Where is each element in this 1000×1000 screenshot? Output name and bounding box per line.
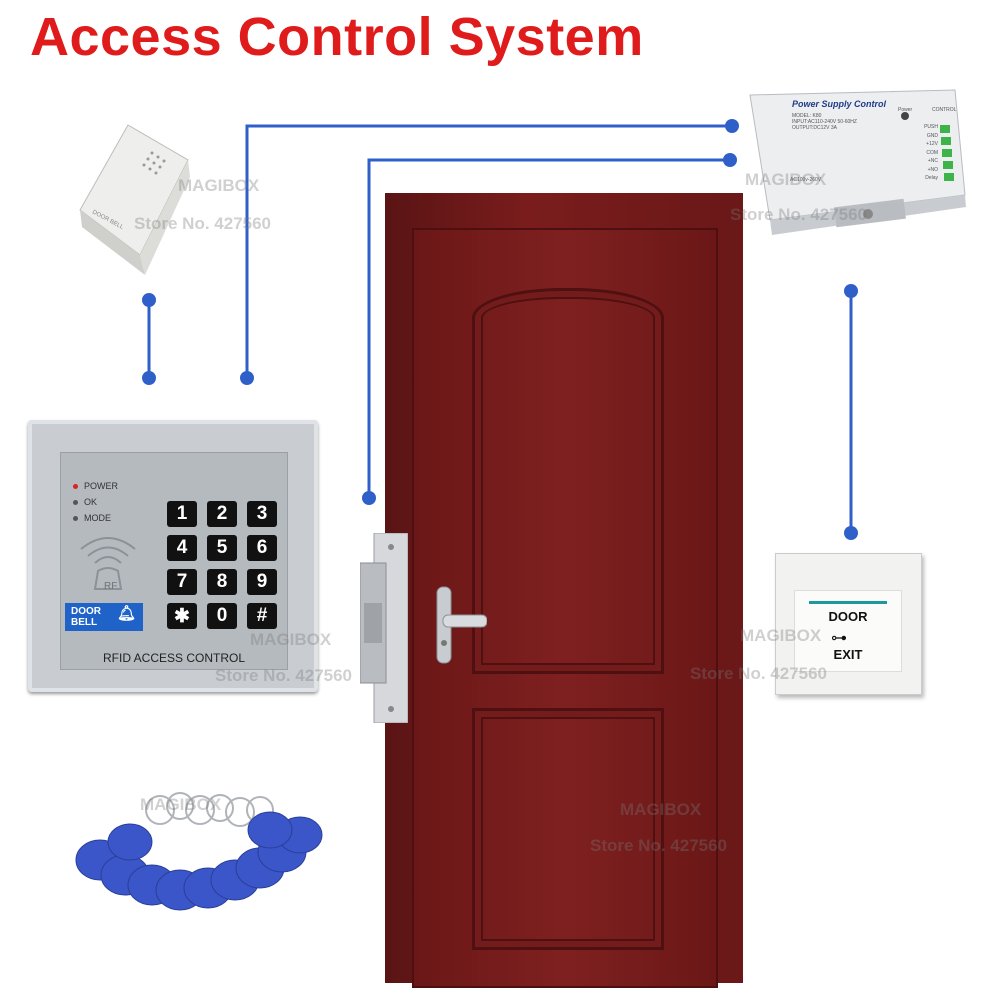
rfid-keypad: POWER OK MODE RF DOOR BELL 🔔︎ 1 2 3 4 5 …	[28, 420, 318, 692]
exit-accent-bar	[809, 601, 887, 604]
key-star[interactable]: ✱	[167, 603, 197, 629]
watermark-store: Store No. 427560	[730, 205, 868, 224]
key-hash[interactable]: #	[247, 603, 277, 629]
wire-lock-to-psu	[367, 158, 730, 498]
key-3[interactable]: 3	[247, 501, 277, 527]
led-icon	[73, 483, 78, 489]
door	[412, 228, 718, 988]
wire-keypad-to-psu	[245, 124, 732, 378]
key-5[interactable]: 5	[207, 535, 237, 561]
wire-node	[723, 153, 737, 167]
power-supply-device: Power Supply Control MODEL: K80 INPUT:AC…	[740, 85, 970, 260]
keypad-grid: 1 2 3 4 5 6 7 8 9 ✱ 0 #	[167, 501, 277, 629]
psu-terminals: PUSH GND +12V COM +NC +NO Delay	[924, 124, 938, 181]
bell-icon: 🔔︎	[117, 605, 137, 622]
electric-strike-lock	[360, 533, 408, 723]
door-upper-panel	[472, 288, 664, 674]
wire-node	[362, 491, 376, 505]
wire-node	[844, 526, 858, 540]
psu-control-label: CONTROL	[932, 107, 957, 113]
wire-node	[142, 293, 156, 307]
doorbell-button[interactable]: DOOR BELL 🔔︎	[65, 603, 143, 631]
exit-door-label: DOOR	[828, 609, 868, 624]
exit-button-device[interactable]: DOOR ⊶ EXIT	[775, 553, 922, 695]
psu-output: OUTPUT:DC12V 3A	[792, 125, 838, 131]
watermark-brand: MAGIBOX	[140, 795, 222, 814]
watermark-brand: MAGIBOX	[250, 630, 332, 649]
rfid-key-tags	[75, 792, 323, 911]
psu-ac-label: AC100v-260V	[790, 177, 822, 183]
watermark-brand: MAGIBOX	[745, 170, 827, 189]
psu-title: Power Supply Control	[792, 99, 887, 109]
psu-model: MODEL: K80	[792, 113, 822, 119]
key-4[interactable]: 4	[167, 535, 197, 561]
watermark-store: Store No. 427560	[590, 836, 728, 855]
rf-label: RF	[104, 581, 118, 592]
wire-node	[844, 284, 858, 298]
key-1[interactable]: 1	[167, 501, 197, 527]
door-bell-device: DOOR BELL	[79, 124, 190, 275]
key-0[interactable]: 0	[207, 603, 237, 629]
exit-button-face[interactable]: DOOR ⊶ EXIT	[794, 590, 902, 672]
keypad-face: POWER OK MODE RF DOOR BELL 🔔︎ 1 2 3 4 5 …	[60, 452, 288, 670]
ok-led: OK	[73, 497, 97, 507]
key-6[interactable]: 6	[247, 535, 277, 561]
wire-node	[240, 371, 254, 385]
led-icon	[73, 499, 78, 505]
key-7[interactable]: 7	[167, 569, 197, 595]
power-led: POWER	[73, 481, 118, 491]
watermark-store: Store No. 427560	[690, 664, 828, 683]
door-handle[interactable]	[435, 585, 487, 665]
rf-wave-icon	[80, 537, 136, 590]
watermark-store: Store No. 427560	[215, 666, 353, 685]
key-8[interactable]: 8	[207, 569, 237, 595]
door-lower-panel	[472, 708, 664, 950]
mode-led: MODE	[73, 513, 111, 523]
key-icon: ⊶	[831, 630, 847, 647]
led-icon	[73, 515, 78, 521]
watermark-brand: MAGIBOX	[740, 626, 822, 645]
page-title: Access Control System	[30, 7, 644, 67]
key-9[interactable]: 9	[247, 569, 277, 595]
wire-node	[725, 119, 739, 133]
exit-exit-label: EXIT	[833, 647, 863, 662]
watermark-brand: MAGIBOX	[178, 176, 260, 195]
psu-input: INPUT:AC110-240V 50-60HZ	[792, 119, 857, 125]
watermark-store: Store No. 427560	[134, 214, 272, 233]
psu-power-label: Power	[898, 107, 913, 113]
wire-node	[142, 371, 156, 385]
watermark-brand: MAGIBOX	[620, 800, 702, 819]
keypad-label: RFID ACCESS CONTROL	[102, 651, 246, 665]
key-2[interactable]: 2	[207, 501, 237, 527]
